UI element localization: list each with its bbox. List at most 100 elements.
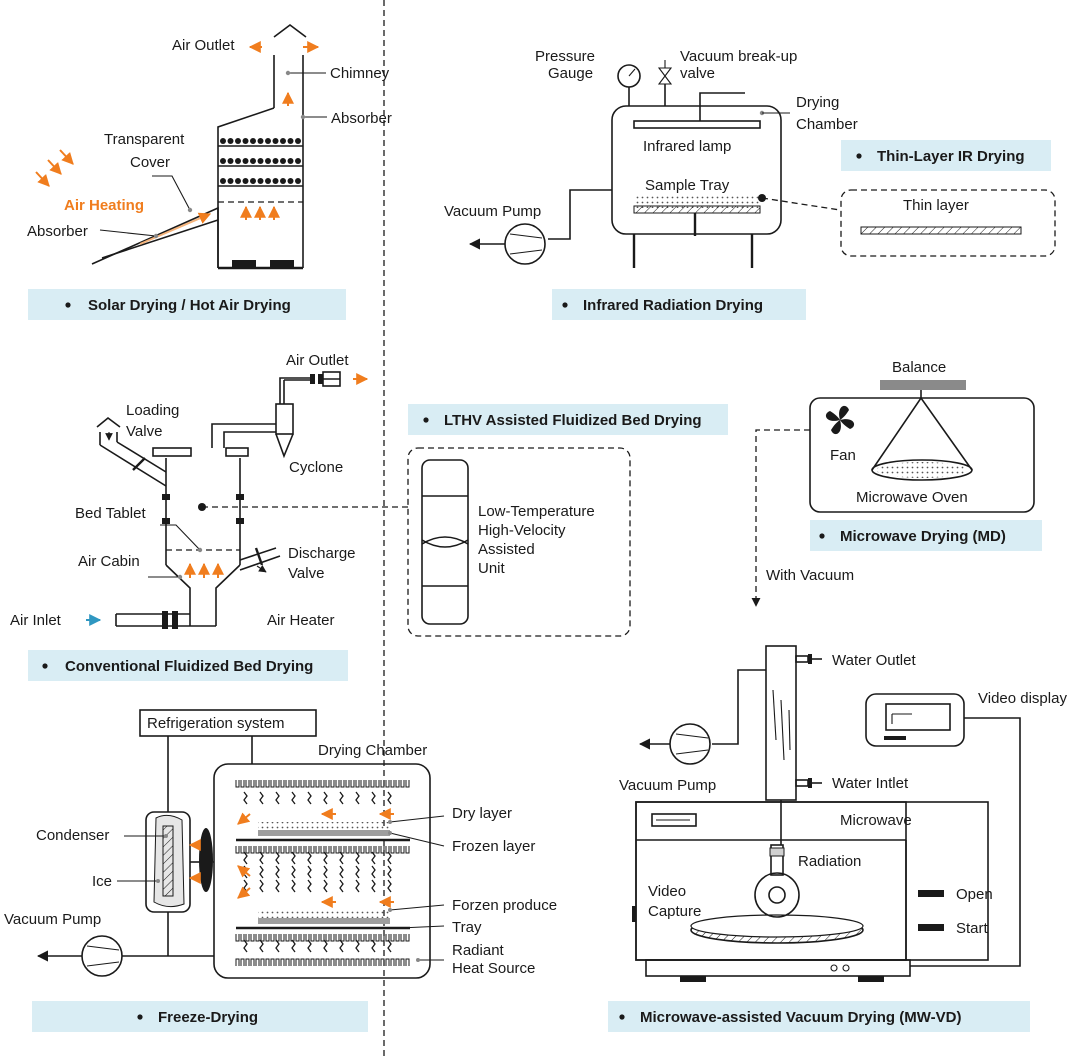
dry-layer-label: Dry layer (452, 805, 512, 822)
freeze-drying-chamber (213, 763, 431, 979)
thin-layer-caption: Thin-Layer IR Drying (877, 148, 1025, 165)
radiant-heaters (235, 780, 410, 966)
refrigeration-box (139, 709, 317, 737)
frozen-layer-label: Frozen layer (452, 838, 535, 855)
lthv-unit-label-3: Assisted (478, 541, 535, 558)
sample (634, 194, 760, 208)
radiant-label-1: Radiant (452, 942, 505, 959)
video-display-icon (865, 693, 965, 747)
air-inlet-label: Air Inlet (10, 612, 62, 629)
mwvd-caption-box (608, 1001, 1030, 1032)
loading-valve-label-2: Valve (126, 423, 162, 440)
condenser-valve (199, 828, 213, 892)
discharge-valve-label-2: Valve (288, 565, 324, 582)
mwvd-vacuum-pump-icon (669, 723, 711, 765)
microwave-oven-label: Microwave Oven (856, 489, 968, 506)
freeze-caption-box (32, 1001, 368, 1032)
loading-valve-label-1: Loading (126, 402, 179, 419)
tray-label: Tray (452, 919, 482, 936)
microwave-label: Microwave (840, 812, 912, 829)
vacuum-valve-label-1: Vacuum break-up (680, 48, 797, 65)
fluidized-caption-box (28, 650, 348, 681)
open-button-icon (918, 890, 944, 897)
lthv-unit-icon (421, 459, 469, 625)
solar-drying-section: Air Outlet Chimney Absorber Transparent … (27, 24, 392, 320)
infrared-caption: Infrared Radiation Drying (583, 297, 763, 314)
cyclone-icon (275, 403, 294, 435)
ir-drying-chamber-label-1: Drying (796, 94, 839, 111)
bed-tablet-label: Bed Tablet (75, 505, 146, 522)
dryer-body (217, 107, 275, 268)
video-capture-label-2: Capture (648, 903, 701, 920)
mwvd-vacuum-pump-label: Vacuum Pump (619, 777, 716, 794)
lthv-box (407, 447, 631, 637)
water-outlet-label: Water Outlet (832, 652, 916, 669)
radiant-label-2: Heat Source (452, 960, 535, 977)
infrared-lamp-label: Infrared lamp (643, 138, 731, 155)
microwave-caption: Microwave Drying (MD) (840, 528, 1006, 545)
fluidized-bed-section: Air Outlet Loading Valve Cyclone Bed Tab… (10, 352, 410, 681)
thin-layer-caption-box (841, 140, 1051, 171)
freeze-caption: Freeze-Drying (158, 1009, 258, 1026)
air-heater-label: Air Heater (267, 612, 335, 629)
vapor-flow-arrows (188, 808, 394, 908)
cyclone-label: Cyclone (289, 459, 343, 476)
mwvd-section: Water Outlet Video display Vacuum Pump W… (608, 645, 1067, 1032)
solar-caption: Solar Drying / Hot Air Drying (88, 297, 291, 314)
ice-label: Ice (92, 873, 112, 890)
chimney-label: Chimney (330, 65, 390, 82)
lthv-caption-box (408, 404, 728, 435)
radiation-label: Radiation (798, 853, 861, 870)
ir-drying-chamber (611, 105, 782, 235)
start-label: Start (956, 920, 989, 937)
lthv-section: Low-Temperature High-Velocity Assisted U… (407, 404, 728, 637)
discharge-valve-label-1: Discharge (288, 545, 356, 562)
thin-layer-box (840, 189, 1056, 257)
microwave-caption-box (810, 520, 1042, 551)
mwvd-caption: Microwave-assisted Vacuum Drying (MW-VD) (640, 1009, 961, 1026)
frozen-produce-label: Forzen produce (452, 897, 557, 914)
solar-air-outlet-label: Air Outlet (172, 37, 235, 54)
absorber-bottom-label: Absorber (27, 223, 88, 240)
condenser-label: Condenser (36, 827, 109, 844)
infrared-lamp (633, 120, 761, 129)
infrared-caption-box (552, 289, 806, 320)
vacuum-valve-icon (657, 67, 673, 85)
chimney-cap (273, 24, 307, 38)
transparent-cover-label-1: Transparent (104, 131, 185, 148)
video-capture-label-1: Video (648, 883, 686, 900)
fd-vacuum-pump-icon (81, 935, 123, 977)
ir-vacuum-pump-icon (504, 223, 546, 265)
absorber-top-label: Absorber (331, 110, 392, 127)
air-cabin-label: Air Cabin (78, 553, 140, 570)
sample-tray (633, 205, 761, 214)
ir-vacuum-pump-label: Vacuum Pump (444, 203, 541, 220)
thin-layer-tray (860, 226, 1022, 235)
pressure-label-1: Pressure (535, 48, 595, 65)
fluidized-caption: Conventional Fluidized Bed Drying (65, 658, 313, 675)
lthv-caption: LTHV Assisted Fluidized Bed Drying (444, 412, 702, 429)
transparent-cover-label-2: Cover (130, 154, 170, 171)
fan-icon (825, 405, 855, 435)
video-display-label: Video display (978, 690, 1067, 707)
rotating-flask (754, 872, 800, 918)
sun-rays (35, 149, 74, 187)
ir-drying-chamber-label-2: Chamber (796, 116, 858, 133)
thin-layer-label: Thin layer (903, 197, 969, 214)
microwave-drying-section: Balance Fan Microwave Oven With Vacuum M… (751, 359, 1042, 607)
lthv-unit-label-4: Unit (478, 560, 506, 577)
vacuum-valve-label-2: valve (680, 65, 715, 82)
sample-tray-label: Sample Tray (645, 177, 730, 194)
lthv-unit-label-2: High-Velocity (478, 522, 566, 539)
lthv-unit-label-1: Low-Temperature (478, 503, 595, 520)
freeze-drying-section: Refrigeration system Drying Chamber Cond… (4, 709, 557, 1032)
start-button-icon (918, 924, 944, 931)
air-heating-label: Air Heating (64, 197, 144, 214)
with-vacuum-label: With Vacuum (766, 567, 854, 584)
fd-vacuum-pump-label: Vacuum Pump (4, 911, 101, 928)
balance-label: Balance (892, 359, 946, 376)
infrared-drying-section: Pressure Gauge Vacuum break-up valve Dry… (444, 48, 1056, 320)
microwave-oven (809, 397, 1035, 513)
pressure-label-2: Gauge (548, 65, 593, 82)
